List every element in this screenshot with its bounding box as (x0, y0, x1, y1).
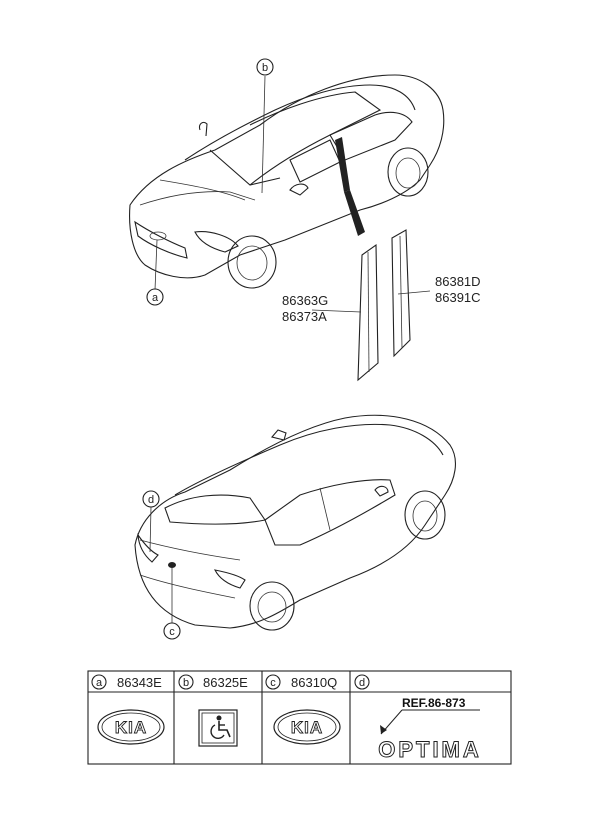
svg-text:b: b (183, 677, 189, 689)
optima-nameplate-d: REF.86-873 OPTIMA (378, 696, 482, 763)
svg-text:a: a (96, 677, 103, 689)
front-car-illustration (129, 74, 445, 289)
legend-table: a 86343E b 86325E c 86310Q d KIA (87, 670, 512, 765)
kia-emblem-c: KIA (273, 709, 341, 745)
svg-text:c: c (169, 626, 175, 638)
rear-leader-lines (149, 506, 173, 623)
pillar-trim-parts (357, 229, 411, 382)
pillar-trim-left (357, 243, 379, 382)
svg-text:a: a (152, 292, 159, 304)
callout-a: a (146, 288, 164, 306)
legend-header-a: a 86343E (91, 674, 162, 690)
svg-text:86343E: 86343E (117, 675, 162, 690)
callout-d: d (142, 490, 160, 508)
svg-text:KIA: KIA (115, 718, 147, 737)
svg-text:OPTIMA: OPTIMA (378, 737, 482, 762)
svg-text:86310Q: 86310Q (291, 675, 337, 690)
part-label-86391C: 86391C (435, 290, 481, 305)
legend-header-c: c 86310Q (265, 674, 337, 690)
legend-header-b: b 86325E (178, 674, 248, 690)
part-label-86363G: 86363G (282, 293, 328, 308)
rear-car-illustration (134, 414, 456, 631)
svg-text:KIA: KIA (291, 718, 323, 737)
ref-label: REF.86-873 (402, 696, 466, 710)
kia-emblem-a: KIA (97, 709, 165, 745)
svg-text:d: d (148, 494, 154, 506)
legend-header-d: d (354, 674, 370, 690)
part-label-86381D: 86381D (435, 274, 481, 289)
svg-text:d: d (359, 677, 365, 689)
svg-text:86325E: 86325E (203, 675, 248, 690)
wheelchair-icon (216, 715, 222, 721)
callout-b: b (256, 58, 274, 76)
handicap-label-b (198, 709, 238, 747)
svg-text:c: c (270, 677, 276, 689)
part-label-86373A: 86373A (282, 309, 327, 324)
callout-c: c (163, 622, 181, 640)
front-leader-lines (154, 75, 431, 313)
svg-text:b: b (262, 62, 268, 74)
